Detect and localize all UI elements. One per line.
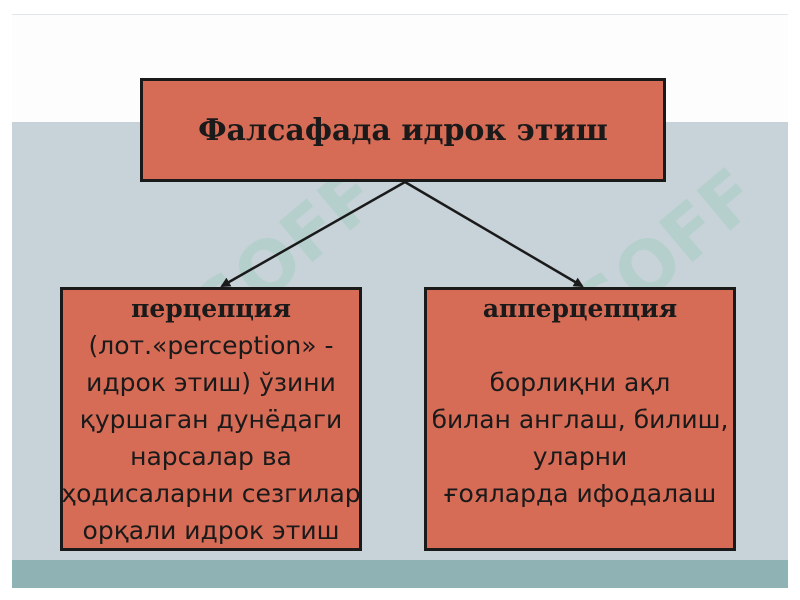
perception-line: нарсалар ва <box>130 442 292 471</box>
perception-line: қуршаган дунёдаги <box>79 405 343 434</box>
title-text: Фалсафада идрок этиш <box>198 112 608 148</box>
title-box: Фалсафада идрок этиш <box>140 78 666 182</box>
perception-line: идрок этиш) ўзини <box>86 368 336 397</box>
apperception-line: уларни <box>532 442 628 471</box>
perception-line: орқали идрок этиш <box>82 516 340 545</box>
apperception-line: борлиқни ақл <box>489 368 671 397</box>
arrow-to-right-box <box>404 180 584 288</box>
perception-heading: перцепция <box>131 294 291 323</box>
perception-box <box>60 287 362 551</box>
apperception-line: ғояларда ифодалаш <box>443 479 717 508</box>
perception-line: ҳодисаларни сезгилар <box>61 479 361 508</box>
apperception-line: билан англаш, билиш, <box>431 405 729 434</box>
perception-line: (лот.«perception» - <box>88 331 334 360</box>
apperception-heading: апперцепция <box>482 294 678 323</box>
apperception-spacer <box>388 327 772 364</box>
arrow-to-left-box <box>220 180 406 288</box>
perception-text: перцепция (лот.«perception» - идрок этиш… <box>22 290 400 549</box>
apperception-text: апперцепция борлиқни ақл билан англаш, б… <box>388 290 772 512</box>
apperception-box <box>424 287 736 551</box>
bottom-band <box>12 560 788 588</box>
